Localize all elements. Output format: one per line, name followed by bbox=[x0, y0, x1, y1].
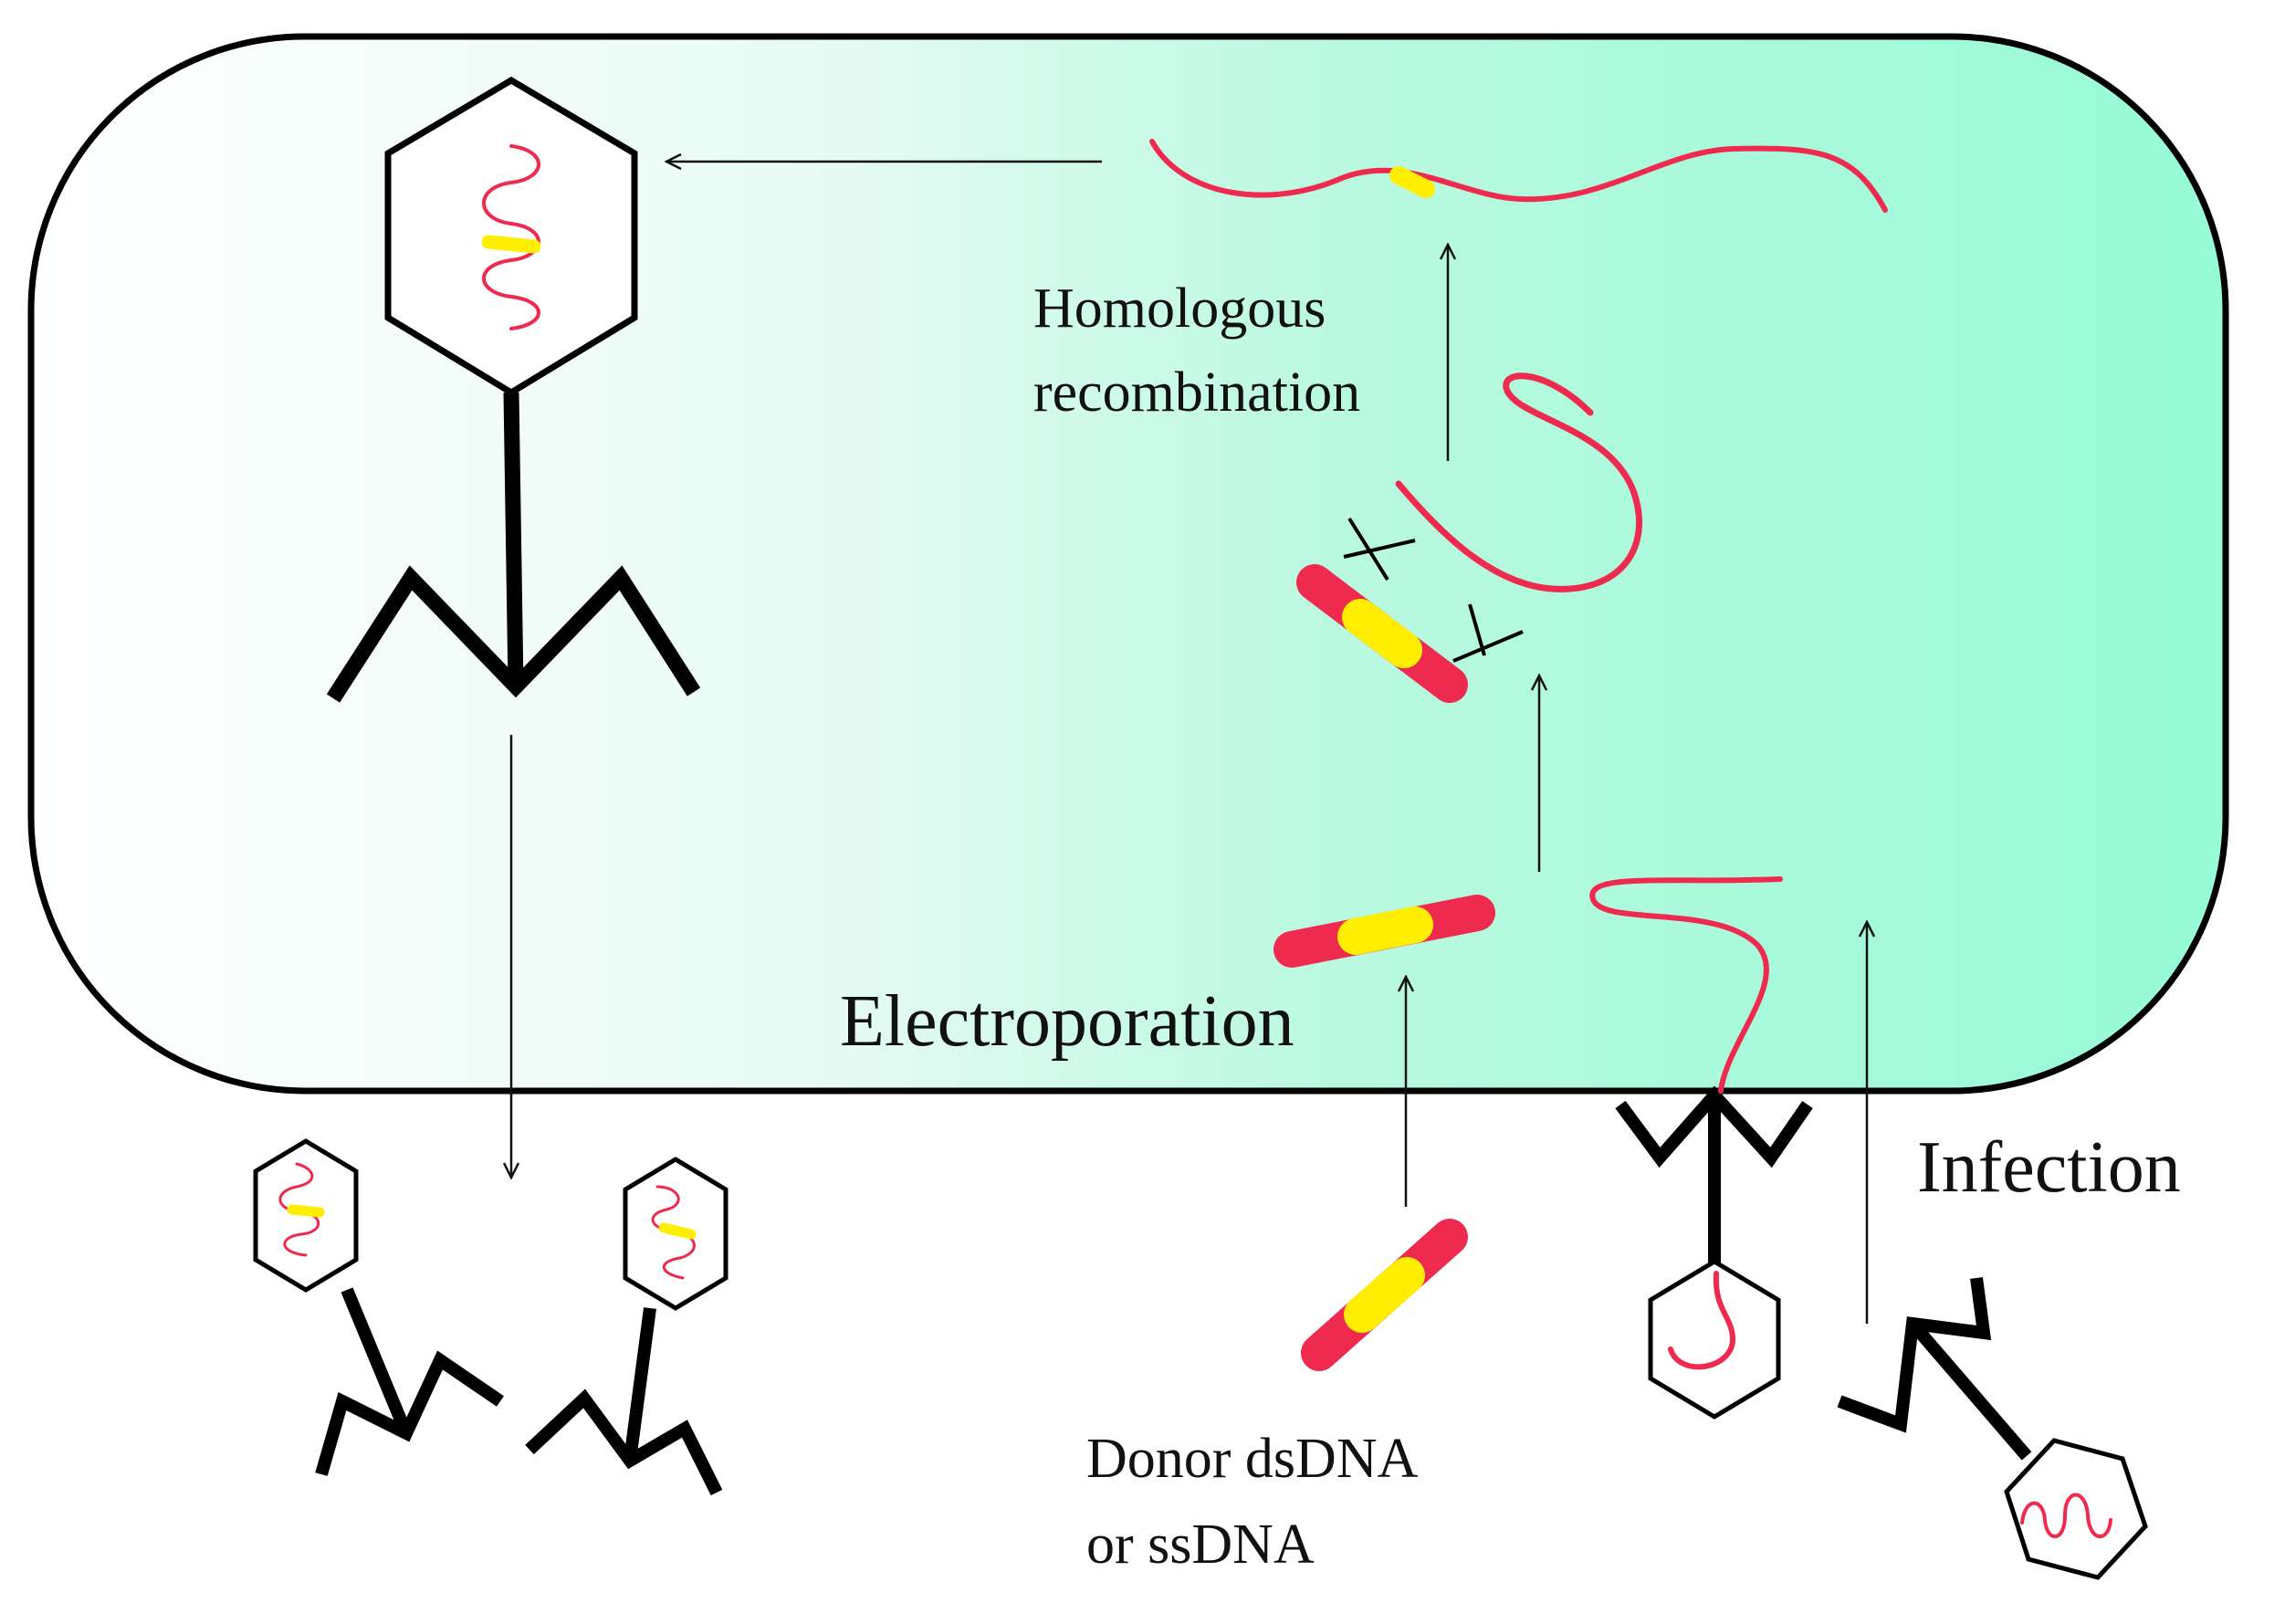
donor-label-line1: Donor dsDNA bbox=[1086, 1428, 1419, 1490]
released-phage-1 bbox=[253, 1138, 504, 1476]
bacterial-cell bbox=[27, 33, 2229, 1095]
infection-label: Infection bbox=[1917, 1127, 2181, 1208]
homologous-recombination-label-line2: recombination bbox=[1033, 361, 1360, 424]
donor-dna-fragment-crossover bbox=[1296, 564, 1468, 703]
donor-label-line2: or ssDNA bbox=[1086, 1514, 1315, 1576]
crossover-marks bbox=[1343, 517, 1524, 663]
donor-dna-fragment-outside bbox=[1301, 1219, 1468, 1371]
released-phage-2 bbox=[525, 1157, 728, 1496]
infecting-phage-free bbox=[1837, 1277, 2148, 1580]
progeny-phage-large bbox=[326, 76, 701, 703]
homologous-recombination-label-line1: Homologous bbox=[1033, 278, 1326, 340]
recombined-genome bbox=[1149, 139, 1888, 213]
donor-dna-fragment-inside bbox=[1274, 895, 1495, 968]
infecting-phage-attached bbox=[1589, 876, 1813, 1420]
crossover-intermediate bbox=[1296, 372, 1643, 703]
electroporation-label: Electroporation bbox=[840, 981, 1294, 1062]
